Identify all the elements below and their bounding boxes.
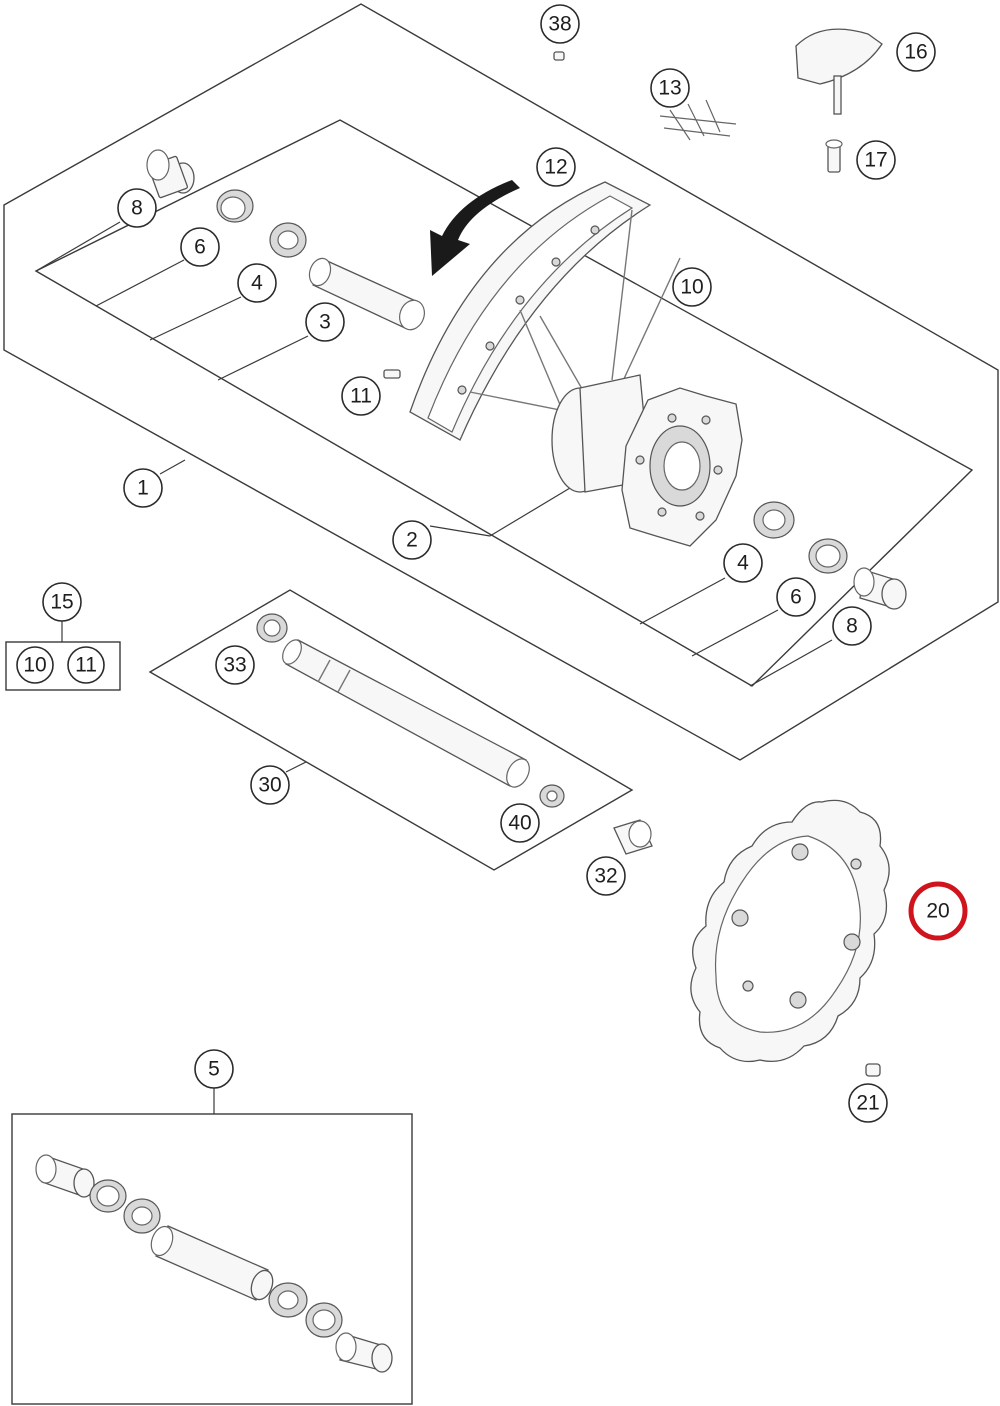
callout-2-label: 2: [406, 529, 418, 552]
spacer-3: [308, 257, 425, 331]
callout-16[interactable]: 16: [896, 32, 936, 72]
callout-15-10[interactable]: 10: [16, 646, 54, 684]
callout-30-label: 30: [258, 774, 281, 797]
callout-17[interactable]: 17: [856, 140, 896, 180]
brake-disc: [690, 799, 890, 1063]
callout-13-label: 13: [658, 77, 681, 100]
bushing-8-top: [146, 149, 195, 199]
callout-11[interactable]: 11: [341, 376, 381, 416]
nut-40: [539, 784, 565, 808]
callout-15[interactable]: 15: [42, 582, 82, 622]
callout-15-11[interactable]: 11: [67, 646, 105, 684]
callout-8-right[interactable]: 8: [832, 606, 872, 646]
callout-1-label: 1: [137, 477, 149, 500]
callout-15-label: 15: [50, 591, 73, 614]
callout-12[interactable]: 12: [536, 147, 576, 187]
callout-11-label: 11: [350, 385, 372, 408]
collar-33: [256, 613, 288, 643]
callout-21[interactable]: 21: [848, 1083, 888, 1123]
callout-6-right[interactable]: 6: [776, 577, 816, 617]
callout-13[interactable]: 13: [650, 68, 690, 108]
callout-33-label: 33: [223, 654, 246, 677]
callout-6-right-label: 6: [790, 586, 802, 609]
callout-1[interactable]: 1: [123, 468, 163, 508]
callout-5[interactable]: 5: [194, 1049, 234, 1089]
callout-2[interactable]: 2: [392, 520, 432, 560]
callout-15-10-label: 10: [23, 654, 46, 677]
rim: [409, 181, 652, 441]
bearing-4-right: [753, 501, 795, 539]
callout-8-top-label: 8: [131, 197, 143, 220]
callout-8-top[interactable]: 8: [117, 188, 157, 228]
callout-3-label: 3: [319, 311, 331, 334]
kit-5-parts: [35, 1154, 393, 1373]
callout-4-top[interactable]: 4: [237, 263, 277, 303]
disc-screw-21: [865, 1063, 881, 1077]
clamp-32: [613, 819, 653, 855]
seal-6-right: [808, 538, 848, 574]
callout-20-label: 20: [926, 900, 949, 923]
callout-17-label: 17: [864, 149, 887, 172]
callout-38-label: 38: [548, 13, 571, 36]
callout-6-top[interactable]: 6: [180, 227, 220, 267]
callout-30[interactable]: 30: [250, 765, 290, 805]
bushing-8-right: [853, 567, 907, 610]
kit-box-15: [5, 641, 121, 691]
callout-5-label: 5: [208, 1058, 220, 1081]
tire-valve-16: [795, 28, 883, 115]
callout-12-label: 12: [544, 156, 567, 179]
axle-assembly-frame: [148, 589, 634, 871]
callout-6-top-label: 6: [194, 236, 206, 259]
screw-38: [553, 51, 565, 61]
callout-32-label: 32: [594, 865, 617, 888]
callout-32[interactable]: 32: [586, 856, 626, 896]
callout-20-highlighted[interactable]: 20: [908, 881, 968, 941]
callout-16-label: 16: [904, 41, 927, 64]
screw-11-top: [383, 369, 401, 379]
bearing-4-top: [269, 222, 307, 258]
callout-38[interactable]: 38: [540, 4, 580, 44]
callout-4-top-label: 4: [251, 272, 263, 295]
bearing-kit-box-5: [11, 1113, 413, 1405]
callout-10-label: 10: [680, 276, 703, 299]
leader-lines: [35, 221, 833, 1114]
callout-21-label: 21: [856, 1092, 879, 1115]
callout-4-right-label: 4: [737, 552, 749, 575]
direction-arrow: [430, 180, 520, 276]
callout-15-11-label: 11: [75, 654, 97, 677]
axle-30: [282, 639, 530, 788]
rim-tape-13: [659, 99, 737, 141]
callout-40-label: 40: [508, 812, 531, 835]
callout-40[interactable]: 40: [500, 803, 540, 843]
valve-17: [825, 139, 843, 173]
callout-4-right[interactable]: 4: [723, 543, 763, 583]
callout-8-right-label: 8: [846, 615, 858, 638]
callout-10[interactable]: 10: [672, 267, 712, 307]
hub: [551, 374, 743, 547]
seal-6-top: [216, 189, 254, 223]
hub-inner-frame: [34, 119, 974, 687]
callout-33[interactable]: 33: [215, 645, 255, 685]
callout-3[interactable]: 3: [305, 302, 345, 342]
wheel-assembly-frame: [3, 3, 999, 761]
